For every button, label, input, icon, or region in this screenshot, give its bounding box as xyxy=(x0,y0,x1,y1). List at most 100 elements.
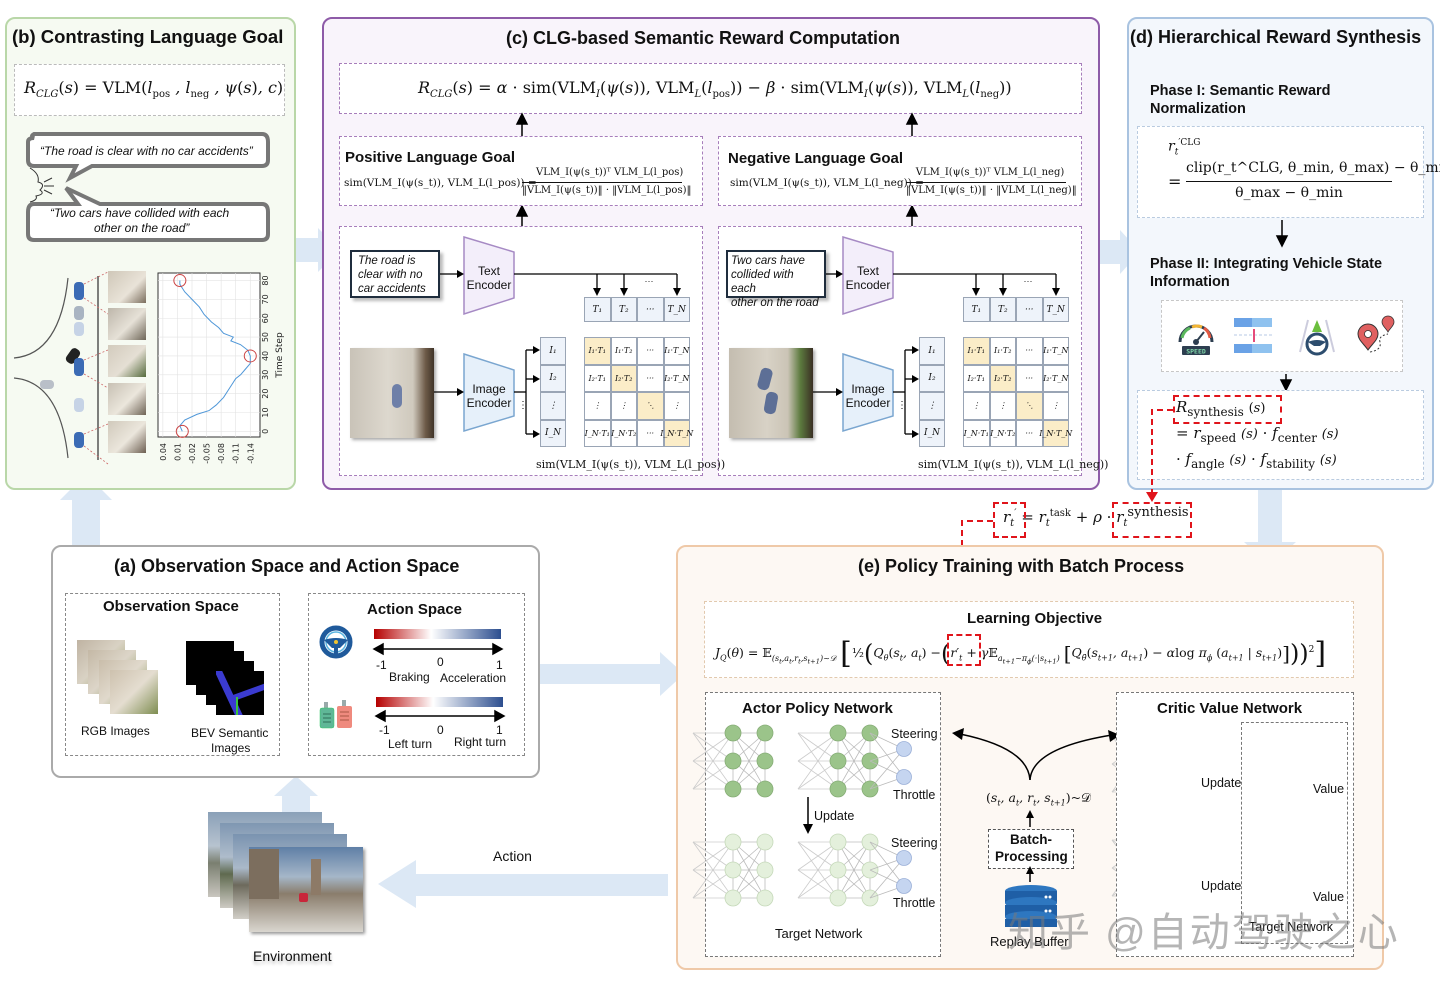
bar2-mid: 0 xyxy=(437,723,444,737)
neuron xyxy=(829,780,847,798)
negative-fraction-line xyxy=(906,182,1066,183)
chart-x-tick-label: 80 xyxy=(261,275,270,285)
vehicle-state-icons: SPEED xyxy=(1178,315,1395,356)
negative-sim-caption: sim(VLM_I(ψ(s_t)), VLM_L(l_neg)) xyxy=(918,458,1109,471)
chart-highlight-circle xyxy=(243,349,257,363)
neuron xyxy=(829,833,847,851)
bar2-right-label: Right turn xyxy=(454,735,507,749)
chart-x-tick-label: 70 xyxy=(261,294,270,304)
chart-y-tick-label: -0.05 xyxy=(203,443,212,464)
positive-similarity-cell: I₁·T₁ xyxy=(584,337,611,365)
phase1-lhs: rt′CLG xyxy=(1168,138,1201,158)
target-throttle-label: Throttle xyxy=(893,896,936,910)
batch-processing-box xyxy=(988,829,1074,869)
positive-text-input: The road is clear with no car accidents xyxy=(350,250,440,298)
learning-objective-box xyxy=(704,601,1354,678)
positive-connectors xyxy=(434,273,678,435)
positive-text-encoder-label-2: Encoder xyxy=(466,278,512,292)
positive-similarity-cell: ··· xyxy=(637,364,664,392)
negative-image-encoder xyxy=(842,352,894,433)
bubble-negative-text-1: “Two cars have collided with each xyxy=(50,206,230,220)
panel-a-title: (a) Observation Space and Action Space xyxy=(114,556,460,576)
neuron xyxy=(756,724,774,742)
negative-text-token-cell: T₁ xyxy=(963,297,990,322)
positive-image-encoder xyxy=(463,352,515,433)
steering-wheel-icon xyxy=(319,625,353,659)
chart-series-line xyxy=(179,280,251,432)
bar2-max: 1 xyxy=(496,723,503,737)
bubble-negative-text-2: other on the road” xyxy=(94,221,190,235)
negative-text-encoder-label-1: Text xyxy=(856,264,880,278)
bar2-min: -1 xyxy=(379,723,390,737)
phase2-title-2: Information xyxy=(1150,274,1230,290)
chart-x-tick-label: 0 xyxy=(261,429,270,434)
actor-net-right xyxy=(797,724,912,798)
negative-text-line-2: collided with each xyxy=(731,269,794,295)
positive-similarity-cell: I₂·T_N xyxy=(663,364,690,392)
accel-gradient-bar xyxy=(374,629,501,639)
critic-update-label-1: Update xyxy=(1201,776,1242,790)
negative-image-token-cell: ⋮ xyxy=(919,392,945,420)
positive-sim-caption: sim(VLM_I(ψ(s_t)), VLM_L(l_pos)) xyxy=(536,458,726,471)
synthesis-line-1: Rsynthesis (s) xyxy=(1176,398,1266,419)
batch-label-1: Batch- xyxy=(1010,832,1053,847)
neuron xyxy=(724,889,742,907)
positive-sim-denominator: ‖VLM_I(ψ(s_t))‖ · ‖VLM_L(l_pos)‖ xyxy=(522,185,692,196)
chart-highlight-circle xyxy=(173,274,187,288)
negative-text-line-1: Two cars have xyxy=(731,255,805,267)
positive-goal-title: Positive Language Goal xyxy=(345,149,516,166)
positive-sim-numerator: VLM_I(ψ(s_t))ᵀ VLM_L(l_pos) xyxy=(536,167,684,178)
positive-similarity-cell: I_N·T₁ xyxy=(584,419,611,447)
batch-sample-tuple: (st, at, rt, st+1)~𝒟 xyxy=(986,790,1092,808)
negative-similarity-cell: ··· xyxy=(1016,337,1043,365)
negative-text-line-3: other on the road xyxy=(731,297,819,309)
critic-value-label-1: Value xyxy=(1313,782,1345,796)
replay-buffer-icon xyxy=(1005,885,1057,927)
actor-title: Actor Policy Network xyxy=(742,700,893,717)
positive-image-token-cell: I_N xyxy=(540,419,566,447)
negative-text-encoder-label-2: Encoder xyxy=(845,278,891,292)
positive-fraction-line xyxy=(522,182,682,183)
target-net-right xyxy=(797,833,912,907)
panel-e-title: (e) Policy Training with Batch Process xyxy=(858,556,1185,576)
output-neuron xyxy=(896,741,912,757)
target-net-left xyxy=(692,833,774,907)
chart-x-tick-label: 40 xyxy=(261,351,270,361)
neuron xyxy=(756,752,774,770)
positive-text-token-cell: ··· xyxy=(637,297,664,322)
speech-bubbles xyxy=(26,132,270,242)
positive-image-token-cell: I₁ xyxy=(540,337,566,365)
chart-x-axis-label: Time Step xyxy=(275,332,285,379)
positive-image-token-cell: I₂ xyxy=(540,364,566,392)
frame-thumbnail-4 xyxy=(108,383,146,415)
neuron xyxy=(724,861,742,879)
chart-y-tick-label: -0.11 xyxy=(232,443,241,464)
chart-x-tick-label: 60 xyxy=(261,313,270,323)
bar1-right-label: Acceleration xyxy=(440,671,507,685)
positive-similarity-cell: I₂·T₁ xyxy=(584,364,611,392)
negative-similarity-cell: ⋮ xyxy=(963,392,990,420)
bar1-max: 1 xyxy=(496,658,503,672)
steer-gradient-bar xyxy=(376,697,503,707)
action-space-graphics xyxy=(319,625,506,729)
phase1-equals: = xyxy=(1168,172,1182,191)
neuron xyxy=(829,861,847,879)
positive-text-line-3: car accidents xyxy=(358,283,426,295)
synthesis-term-highlight xyxy=(1112,502,1192,538)
phase1-formula-box xyxy=(1137,126,1424,218)
output-neuron xyxy=(896,878,912,894)
positive-text-token-cell: T₂ xyxy=(610,297,637,322)
phase1-denominator: θ_max − θ_min xyxy=(1235,185,1343,201)
clg-formula-box xyxy=(14,64,285,116)
neuron xyxy=(829,889,847,907)
positive-text-token-cell: T_N xyxy=(663,297,690,322)
chart-y-tick-label: -0.02 xyxy=(188,443,197,464)
observation-space-title: Observation Space xyxy=(103,598,239,615)
positive-similarity-cell: ⋮ xyxy=(610,392,637,420)
synthesis-line-3: · fangle (s) · fstability (s) xyxy=(1176,450,1337,471)
chart-y-tick-label: -0.08 xyxy=(217,443,226,464)
positive-similarity-cell: I₂·T₂ xyxy=(610,364,637,392)
watermark: 知乎 @自动驾驶之心 xyxy=(1008,911,1400,955)
